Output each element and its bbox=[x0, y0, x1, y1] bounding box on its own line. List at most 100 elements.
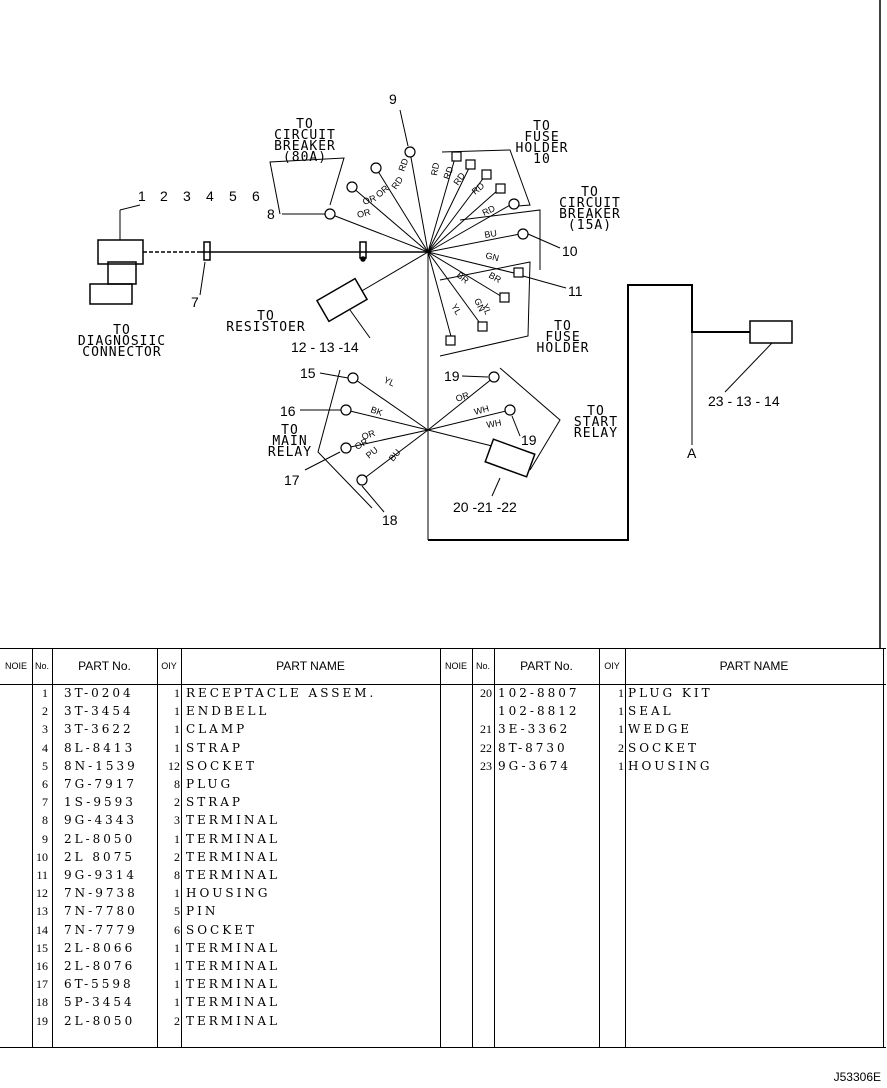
left-row-no: 11 bbox=[36, 868, 48, 882]
table-bottom-border bbox=[0, 1047, 886, 1048]
table-column-divider bbox=[157, 648, 158, 1047]
label-resistor-line-2: RESISTOER bbox=[226, 320, 305, 335]
left-row-part-name: HOUSING bbox=[186, 886, 271, 901]
callout-11: 11 bbox=[568, 283, 583, 299]
table-column-divider bbox=[599, 648, 600, 1047]
callout-a: A bbox=[687, 445, 697, 461]
table-column-divider bbox=[494, 648, 495, 1047]
callout-5: 5 bbox=[229, 188, 237, 204]
wire-color-label: YL bbox=[449, 302, 463, 317]
left-row-part-no: 7N-9738 bbox=[64, 886, 138, 901]
label-start_relay-line-1: TO bbox=[587, 404, 605, 419]
left-row-no: 12 bbox=[36, 886, 48, 901]
label-fuse_low-line-2: FUSE bbox=[545, 330, 580, 345]
table-column-divider bbox=[472, 648, 473, 1047]
right-row-qty: 1 bbox=[618, 758, 624, 773]
right-row-part-name: SOCKET bbox=[628, 740, 699, 755]
left-row-part-name: TERMINAL bbox=[186, 959, 280, 973]
table-column-divider bbox=[883, 648, 884, 1047]
callout-16: 16 bbox=[280, 403, 296, 419]
left-row-no: 17 bbox=[36, 977, 48, 992]
left-row-qty: 1 bbox=[174, 959, 180, 973]
left-row-no: 13 bbox=[36, 904, 48, 919]
wire-color-label: OR bbox=[356, 207, 372, 220]
left-row-part-no: 7N-7779 bbox=[64, 922, 138, 937]
callout-7: 7 bbox=[191, 294, 199, 310]
callout-18: 18 bbox=[382, 512, 398, 528]
left-row-part-no: 3T-3454 bbox=[64, 704, 134, 719]
left-row-qty: 6 bbox=[174, 922, 180, 937]
wire-color-label: BR bbox=[487, 270, 503, 285]
left-row-part-no: 2L-8076 bbox=[64, 959, 136, 973]
wire-color-label: BU bbox=[484, 228, 498, 240]
left-row-part-name: TERMINAL bbox=[186, 977, 280, 992]
wire-color-label: BK bbox=[369, 404, 384, 418]
left-row-part-no: 7N-7780 bbox=[64, 904, 138, 919]
right-row-part-no: 8T-8730 bbox=[498, 740, 568, 755]
callout-1: 1 bbox=[138, 188, 146, 204]
left-row-part-name: TERMINAL bbox=[186, 849, 280, 864]
label-fuse10-line-2: FUSE bbox=[524, 130, 559, 145]
label-main_relay-line-2: MAIN bbox=[272, 434, 307, 449]
left-row-no: 19 bbox=[36, 1013, 48, 1028]
destination-labels: TOCIRCUITBREAKER(80A)TOFUSEHOLDER10TOCIR… bbox=[78, 117, 621, 460]
left-row-part-no: 3T-3622 bbox=[64, 722, 134, 737]
left-row-no: 1 bbox=[42, 686, 48, 700]
wire-color-label: BU bbox=[387, 447, 403, 463]
left-row-qty: 1 bbox=[174, 704, 180, 719]
left-row-part-name: TERMINAL bbox=[186, 831, 280, 846]
left-row-qty: 12 bbox=[168, 758, 180, 773]
label-resistor-line-1: TO bbox=[257, 309, 275, 324]
right-row-qty: 1 bbox=[618, 722, 624, 737]
left-row-part-name: TERMINAL bbox=[186, 940, 280, 955]
label-fuse_low-line-1: TO bbox=[554, 319, 572, 334]
label-cb15-line-1: TO bbox=[581, 185, 599, 200]
callout-10: 10 bbox=[562, 243, 578, 259]
left-row-part-no: 2L 8075 bbox=[64, 849, 135, 864]
left-row-qty: 2 bbox=[174, 795, 180, 810]
left-row-part-no: 8L-8413 bbox=[64, 740, 136, 755]
left-row-part-name: TERMINAL bbox=[186, 995, 280, 1010]
header-no: No. bbox=[34, 661, 49, 671]
callout-23-13-14: 23 - 13 - 14 bbox=[708, 393, 780, 409]
left-row-qty: 2 bbox=[174, 849, 180, 864]
callout-12-13-14: 12 - 13 -14 bbox=[291, 339, 359, 355]
right-row-qty: 1 bbox=[618, 704, 624, 719]
left-row-qty: 1 bbox=[174, 995, 180, 1010]
table-column-divider bbox=[440, 648, 441, 1047]
left-row-qty: 1 bbox=[174, 977, 180, 992]
left-row-no: 9 bbox=[42, 831, 48, 846]
wire-color-label: RD bbox=[429, 161, 441, 176]
left-row-no: 5 bbox=[42, 758, 48, 773]
wire-color-label: YL bbox=[382, 375, 396, 389]
left-row-qty: 1 bbox=[174, 831, 180, 846]
table-top-border bbox=[0, 648, 886, 649]
right-row-part-no: 102-8807 bbox=[498, 686, 580, 700]
left-row-part-name: STRAP bbox=[186, 795, 243, 810]
wire-color-label: RD bbox=[389, 174, 405, 191]
right-row-part-no: 3E-3362 bbox=[498, 722, 571, 737]
label-diag-line-2: DIAGNOSIIC bbox=[78, 334, 166, 349]
wire-color-label: OR bbox=[360, 428, 377, 442]
callout-15: 15 bbox=[300, 365, 316, 381]
left-row-part-no: 1S-9593 bbox=[64, 795, 136, 810]
table-column-divider bbox=[625, 648, 626, 1047]
left-row-no: 6 bbox=[42, 777, 48, 791]
table-column-divider bbox=[52, 648, 53, 1047]
left-row-no: 7 bbox=[42, 795, 48, 810]
label-diag-line-1: TO bbox=[113, 323, 131, 338]
label-start_relay-line-3: RELAY bbox=[574, 426, 618, 441]
wire-color-label: YL bbox=[480, 302, 493, 316]
left-row-no: 2 bbox=[42, 704, 48, 719]
upper-splice-bundle bbox=[329, 151, 521, 540]
left-row-part-no: 9G-9314 bbox=[64, 868, 138, 882]
left-row-no: 16 bbox=[36, 959, 48, 973]
right-row-no: 23 bbox=[480, 758, 492, 773]
header-part-name: PART NAME bbox=[276, 659, 345, 673]
label-cb15-line-3: BREAKER bbox=[559, 207, 621, 222]
wire-color-label: RD bbox=[470, 180, 487, 196]
left-row-qty: 1 bbox=[174, 886, 180, 901]
header-part-name-2: PART NAME bbox=[719, 659, 789, 673]
